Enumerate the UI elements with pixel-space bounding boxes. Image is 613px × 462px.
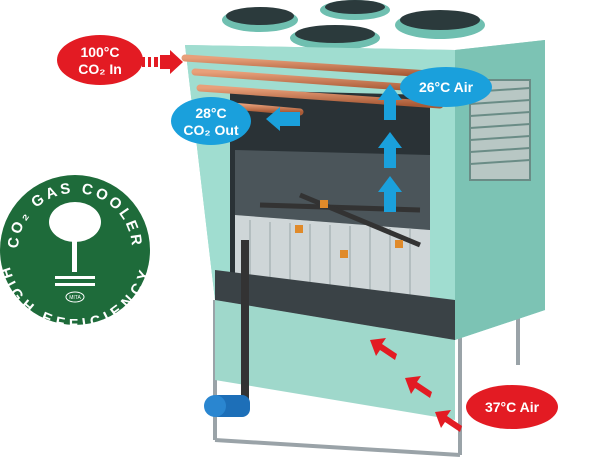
- air-in-label: 37°C Air: [466, 385, 558, 429]
- air-out-text: 26°C Air: [419, 79, 474, 95]
- fans: [222, 0, 485, 50]
- air-up-arrows: [378, 84, 402, 212]
- co2-in-arrow: [142, 50, 183, 74]
- co2-out-arrow: [266, 107, 300, 131]
- co2-out-temp: 28°C: [195, 105, 226, 121]
- air-in-text: 37°C Air: [485, 399, 540, 415]
- pump: [204, 395, 250, 417]
- badge-logo-text: MITA: [69, 295, 81, 301]
- co2-in-text: CO₂ In: [78, 61, 122, 77]
- flow-arrows: [142, 50, 462, 432]
- co2-in-label: 100°C CO₂ In: [57, 35, 143, 85]
- high-efficiency-badge: CO₂ GAS COOLER HIGH EFFICIENCY MITA: [0, 175, 151, 333]
- air-in-arrows: [370, 338, 462, 432]
- co2-out-text: CO₂ Out: [183, 122, 239, 138]
- co2-in-temp: 100°C: [80, 44, 119, 60]
- tree-icon: [49, 202, 101, 286]
- co2-out-label: 28°C CO₂ Out: [171, 97, 251, 145]
- air-out-label: 26°C Air: [400, 67, 492, 107]
